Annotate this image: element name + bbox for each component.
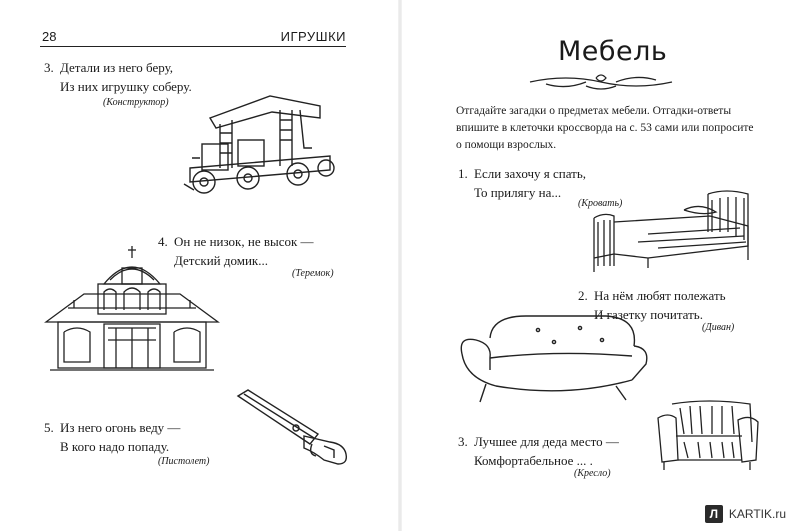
page-number: 28	[42, 29, 57, 44]
riddle-answer: (Кресло)	[574, 468, 611, 479]
riddle-number: 1.	[458, 166, 468, 181]
riddle-line: Из них игрушку соберу.	[60, 79, 192, 94]
riddle-line: Комфортабельное ... .	[474, 453, 593, 468]
riddle-line: Детский домик...	[174, 253, 269, 268]
furniture-riddle-3: 3. Лучшее для деда место — Комфортабельно…	[458, 432, 619, 470]
riddle-line: Детали из него беру,	[60, 60, 174, 75]
book-gutter	[398, 0, 402, 531]
header-rule	[40, 46, 346, 47]
riddle-number: 5.	[44, 420, 54, 435]
riddle-5: 5. Из него огонь веду — В кого надо попад…	[44, 418, 180, 456]
riddle-line: На нём любят полежать	[594, 288, 726, 303]
riddle-answer: (Теремок)	[292, 268, 334, 279]
riddle-line: Если захочу я спать,	[474, 166, 587, 181]
riddle-answer: (Кровать)	[578, 198, 623, 209]
riddle-line: Из него огонь веду —	[60, 420, 181, 435]
riddle-line: Он не низок, не высок —	[174, 234, 314, 249]
riddle-number: 4.	[158, 234, 168, 249]
left-page: 28 ИГРУШКИ 3. Детали из него беру, Из них…	[40, 29, 348, 467]
riddle-line: То прилягу на...	[474, 185, 562, 200]
riddle-answer: (Пистолет)	[158, 456, 210, 467]
terem-house-icon	[44, 246, 220, 371]
bed-icon	[593, 190, 749, 272]
riddle-answer: (Конструктор)	[103, 97, 169, 108]
armchair-icon	[657, 400, 759, 470]
watermark-logo-icon: Л	[704, 505, 723, 523]
riddle-4: 4. Он не низок, не высок — Детский домик.…	[158, 232, 314, 270]
riddle-line: Лучшее для деда место —	[474, 434, 619, 449]
riddle-answer: (Диван)	[702, 322, 735, 333]
furniture-riddle-2: 2. На нём любят полежать И газетку почита…	[578, 286, 726, 324]
sofa-icon	[460, 315, 648, 403]
intro-text: Отгадайте загадки о предметах мебели. От…	[456, 105, 754, 151]
riddle-number: 2.	[578, 288, 588, 303]
riddle-number: 3.	[458, 434, 468, 449]
pistol-icon	[236, 389, 348, 465]
furniture-riddle-1: 1. Если захочу я спать, То прилягу на...	[458, 164, 586, 202]
construction-toy-icon	[183, 95, 335, 194]
ornament-flourish-icon	[529, 74, 673, 90]
site-watermark: Л KARTIK.ru	[704, 505, 786, 523]
riddle-line: И газетку почитать.	[594, 307, 703, 322]
riddle-line: В кого надо попаду.	[60, 439, 170, 454]
page-title: Мебель	[558, 36, 668, 67]
riddle-number: 3.	[44, 60, 54, 75]
section-title: ИГРУШКИ	[280, 29, 346, 44]
watermark-text: KARTIK.ru	[728, 507, 786, 521]
riddle-3: 3. Детали из него беру, Из них игрушку со…	[44, 58, 192, 96]
